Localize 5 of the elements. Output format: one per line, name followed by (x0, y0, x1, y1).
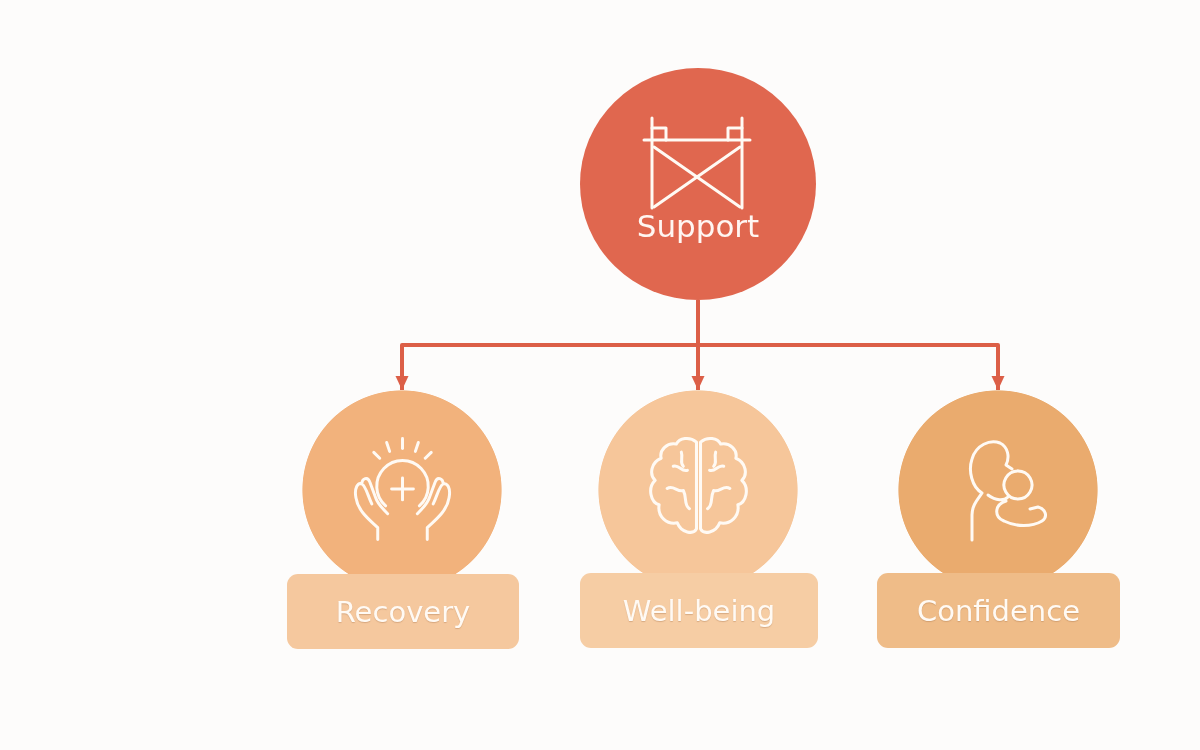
node-label: Support (635, 208, 761, 244)
category-label: Recovery (287, 574, 519, 649)
category-label: Well-being (580, 573, 818, 648)
connector-arrow (696, 300, 1005, 390)
category-label: Confidence (877, 573, 1120, 648)
